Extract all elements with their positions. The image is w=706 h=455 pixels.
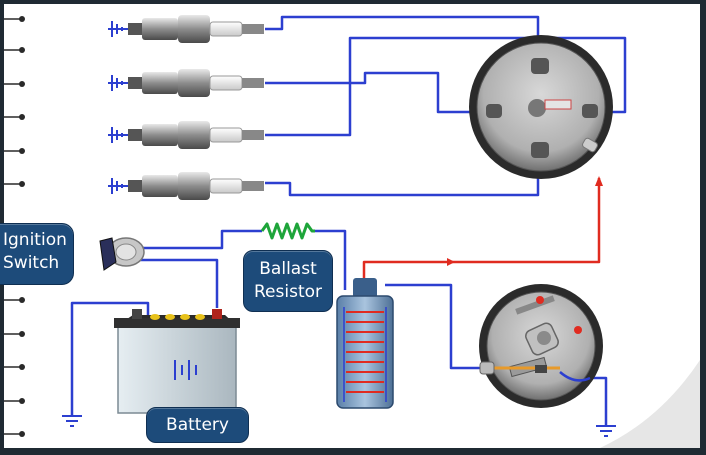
cap-terminal-bottom — [531, 142, 549, 158]
distributor-cap — [469, 35, 613, 179]
spark-plug-4 — [108, 172, 264, 200]
ignition-coil-icon — [346, 311, 384, 393]
current-arrow-icon — [447, 258, 455, 266]
battery-label: Battery — [146, 407, 249, 443]
ballast-label-line1: Ballast — [259, 259, 317, 279]
battery — [114, 309, 240, 414]
spark-plug-icon — [108, 15, 264, 43]
cap-terminal-top — [531, 58, 549, 74]
spark-plug-3 — [108, 121, 264, 149]
spark-plug-2 — [108, 69, 264, 97]
breaker-points-icon — [508, 295, 582, 378]
ignition-label-line2: Switch — [3, 253, 60, 273]
ballast-resistor — [260, 222, 315, 240]
ignition-switch-label: Ignition Switch — [0, 223, 74, 285]
rotor-icon — [544, 99, 572, 110]
battery-icon — [174, 360, 197, 380]
resistor-icon — [260, 222, 315, 240]
ignition-switch — [99, 237, 145, 271]
distributor-body — [479, 284, 603, 408]
ground-icon — [62, 415, 616, 437]
cap-terminal-left — [486, 104, 502, 118]
ballast-resistor-label: Ballast Resistor — [243, 250, 333, 312]
ignition-label-line1: Ignition — [3, 230, 67, 250]
ballast-label-line2: Resistor — [254, 282, 322, 302]
cap-terminal-right — [582, 104, 598, 118]
ignition-key-icon — [99, 237, 117, 271]
spark-plug-1 — [108, 15, 264, 43]
page-curl — [600, 360, 700, 448]
current-arrow-up-icon — [595, 176, 603, 186]
battery-cell-caps — [150, 314, 205, 320]
ignition-coil — [336, 278, 394, 409]
